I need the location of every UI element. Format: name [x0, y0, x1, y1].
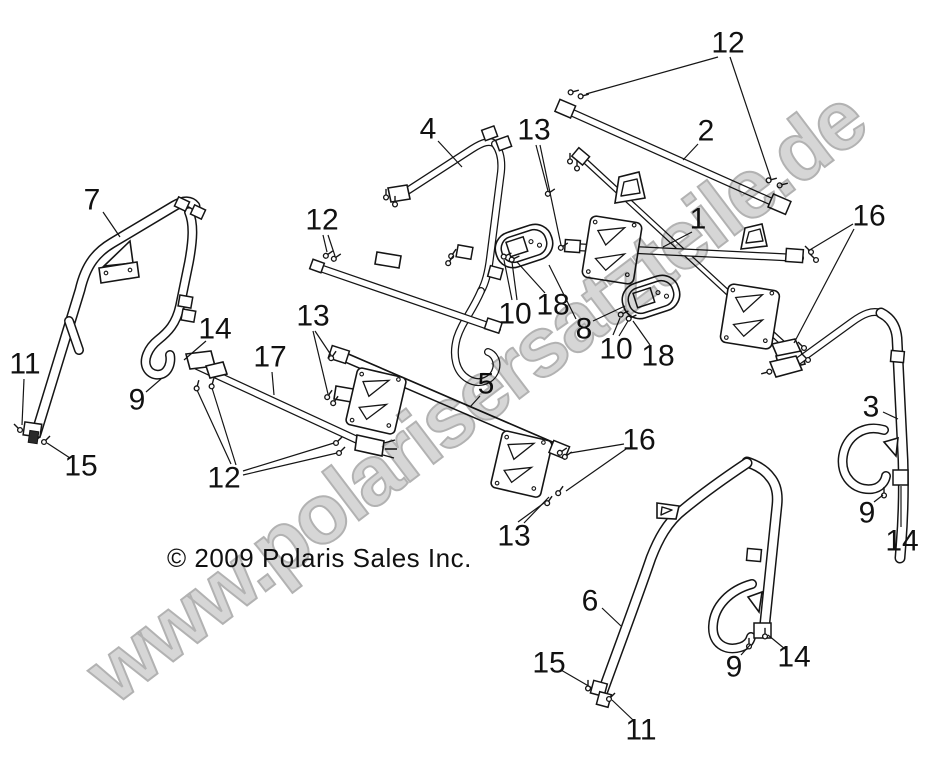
leader-line — [569, 443, 625, 454]
leader-line — [322, 234, 328, 253]
leader-line — [46, 442, 71, 459]
part-8-speaker-pods — [494, 223, 681, 320]
callout-label-15: 15 — [64, 450, 97, 483]
callout-label-5: 5 — [478, 368, 495, 401]
callout-label-9: 9 — [859, 497, 876, 530]
part-2-upper-cross-tube — [553, 98, 792, 216]
leader-line — [511, 261, 518, 301]
leader-line — [539, 144, 562, 246]
part-3-right-cab-frame — [768, 307, 909, 564]
leader-line — [503, 259, 513, 301]
leader-line — [793, 228, 855, 344]
leader-line — [601, 607, 622, 627]
leader-line — [565, 448, 627, 492]
leader-line — [592, 305, 626, 322]
part-17-lower-tube — [184, 350, 397, 459]
callout-label-12: 12 — [305, 204, 338, 237]
leader-line — [242, 442, 335, 472]
leader-line — [312, 330, 329, 395]
leader-line — [535, 144, 549, 192]
leader-line — [682, 143, 699, 161]
leader-line — [516, 261, 546, 294]
leader-line — [560, 669, 593, 689]
leader-line — [618, 320, 629, 337]
callout-label-12: 12 — [711, 27, 744, 60]
leader-line — [183, 340, 207, 361]
leader-line — [662, 231, 693, 248]
leader-line — [102, 211, 121, 238]
callout-label-14: 14 — [777, 641, 810, 674]
callout-label-8: 8 — [576, 313, 593, 346]
leader-line — [729, 56, 772, 180]
leader-line — [327, 234, 336, 257]
callout-label-7: 7 — [84, 184, 101, 217]
leader-line — [882, 411, 899, 420]
leader-line — [523, 496, 550, 524]
callout-label-10: 10 — [498, 298, 531, 331]
leader-line — [740, 644, 751, 656]
callout-label-9: 9 — [129, 384, 146, 417]
callout-label-4: 4 — [420, 113, 437, 146]
copyright-text: © 2009 Polaris Sales Inc. — [167, 543, 472, 573]
leader-line — [585, 56, 719, 95]
callout-label-6: 6 — [582, 585, 599, 618]
leader-line — [611, 699, 634, 721]
callout-label-18: 18 — [536, 289, 569, 322]
callout-label-17: 17 — [253, 341, 286, 374]
callout-label-15: 15 — [532, 647, 565, 680]
callout-label-2: 2 — [698, 115, 715, 148]
leader-line — [807, 223, 854, 252]
leader-line — [211, 387, 237, 466]
part-6-rear-cab-frame — [589, 456, 783, 709]
callout-label-13: 13 — [497, 520, 530, 553]
leader-line — [437, 140, 463, 168]
leader-line — [271, 371, 275, 396]
callout-label-9: 9 — [726, 651, 743, 684]
callout-label-14: 14 — [885, 525, 918, 558]
leader-line — [632, 320, 651, 346]
leader-line — [548, 264, 577, 320]
leader-line — [469, 395, 481, 408]
leader-line — [21, 378, 25, 426]
callout-label-3: 3 — [863, 391, 880, 424]
callout-label-12: 12 — [207, 462, 240, 495]
part-7-front-left-cab-frame — [22, 195, 207, 445]
callout-label-11: 11 — [9, 348, 40, 381]
leader-line — [145, 378, 162, 393]
callout-label-10: 10 — [599, 333, 632, 366]
leader-line — [242, 452, 338, 476]
callout-label-13: 13 — [517, 114, 550, 147]
callout-label-16: 16 — [852, 200, 885, 233]
leader-line — [767, 634, 786, 650]
callout-label-11: 11 — [625, 714, 656, 747]
callout-label-18: 18 — [641, 340, 674, 373]
leader-line — [873, 494, 884, 503]
leader-line — [314, 330, 332, 356]
callout-label-16: 16 — [622, 424, 655, 457]
leader-line — [196, 389, 232, 465]
part-4-brace-and-center-post — [374, 124, 513, 386]
callout-label-1: 1 — [690, 203, 707, 236]
callout-label-14: 14 — [198, 313, 231, 346]
leader-line — [612, 317, 621, 336]
part-5-tube-plate-assembly — [327, 344, 571, 498]
part-12-small-cross-tube — [308, 258, 504, 335]
callout-label-13: 13 — [296, 300, 329, 333]
